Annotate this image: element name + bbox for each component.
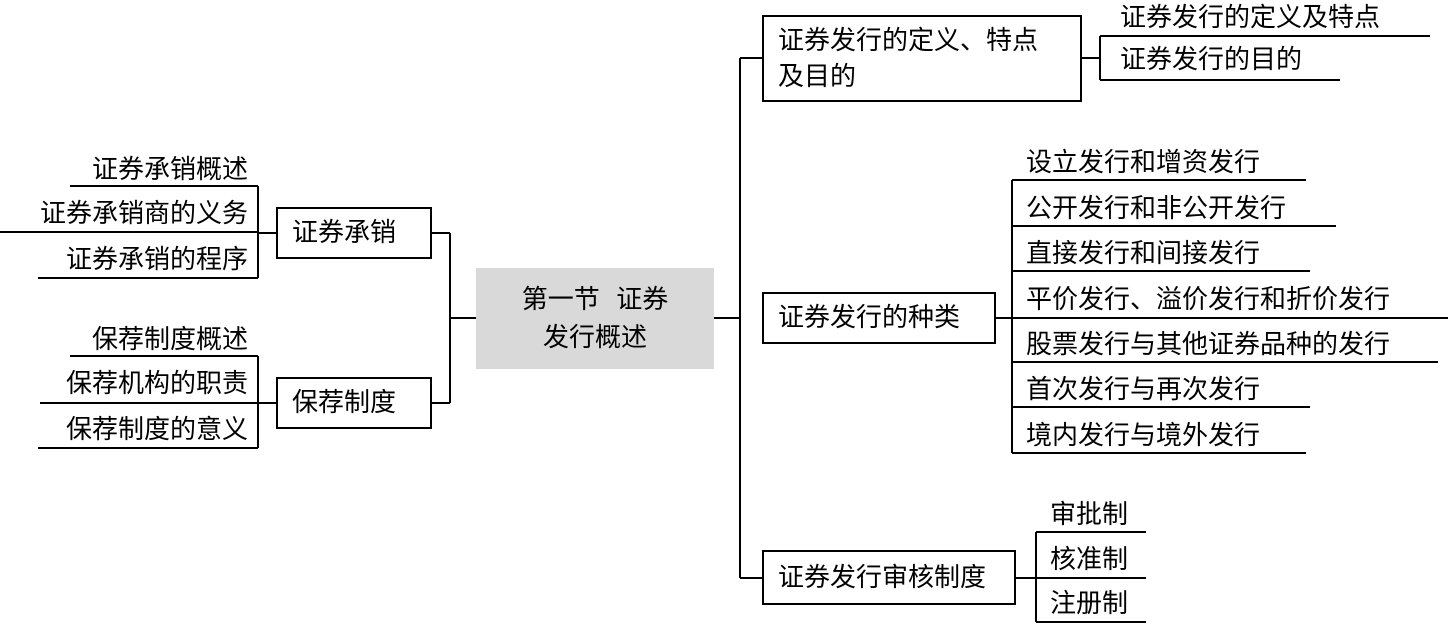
center-title-line2: 发行概述 [542,322,647,353]
leaf-issuance-purpose: 证券发行的目的 [1120,45,1303,75]
leaf-type-5: 股票发行与其他证券品种的发行 [1026,330,1391,360]
node-issuance-types: 证券发行的种类 [762,292,996,344]
node-securities-underwriting: 证券承销 [276,207,432,259]
leaf-approval-system: 审批制 [1050,500,1129,530]
leaf-type-7: 境内发行与境外发行 [1026,421,1261,451]
leaf-type-6: 首次发行与再次发行 [1026,375,1261,405]
leaf-registration-system: 注册制 [1050,589,1129,619]
leaf-type-1: 设立发行和增资发行 [1026,148,1261,178]
node-sponsor-system: 保荐制度 [276,377,432,429]
leaf-sponsor-overview: 保荐制度概述 [91,325,248,355]
leaf-definition-features: 证券发行的定义及特点 [1120,3,1381,33]
leaf-underwriting-procedure: 证券承销的程序 [65,245,248,275]
leaf-type-4: 平价发行、溢价发行和折价发行 [1026,285,1391,315]
node-issuance-definition: 证券发行的定义、特点 及目的 [762,15,1082,102]
node-issuance-review-system: 证券发行审核制度 [762,550,1016,605]
center-node: 第一节 证券 发行概述 [476,268,714,369]
leaf-verification-system: 核准制 [1050,545,1129,575]
leaf-type-3: 直接发行和间接发行 [1026,239,1261,269]
leaf-type-2: 公开发行和非公开发行 [1026,194,1287,224]
leaf-underwriter-obligations: 证券承销商的义务 [39,199,248,229]
leaf-sponsor-duties: 保荐机构的职责 [65,369,248,399]
leaf-sponsor-significance: 保荐制度的意义 [65,415,248,445]
leaf-underwriting-overview: 证券承销概述 [91,155,248,185]
center-title-line1: 第一节 证券 [521,284,669,315]
